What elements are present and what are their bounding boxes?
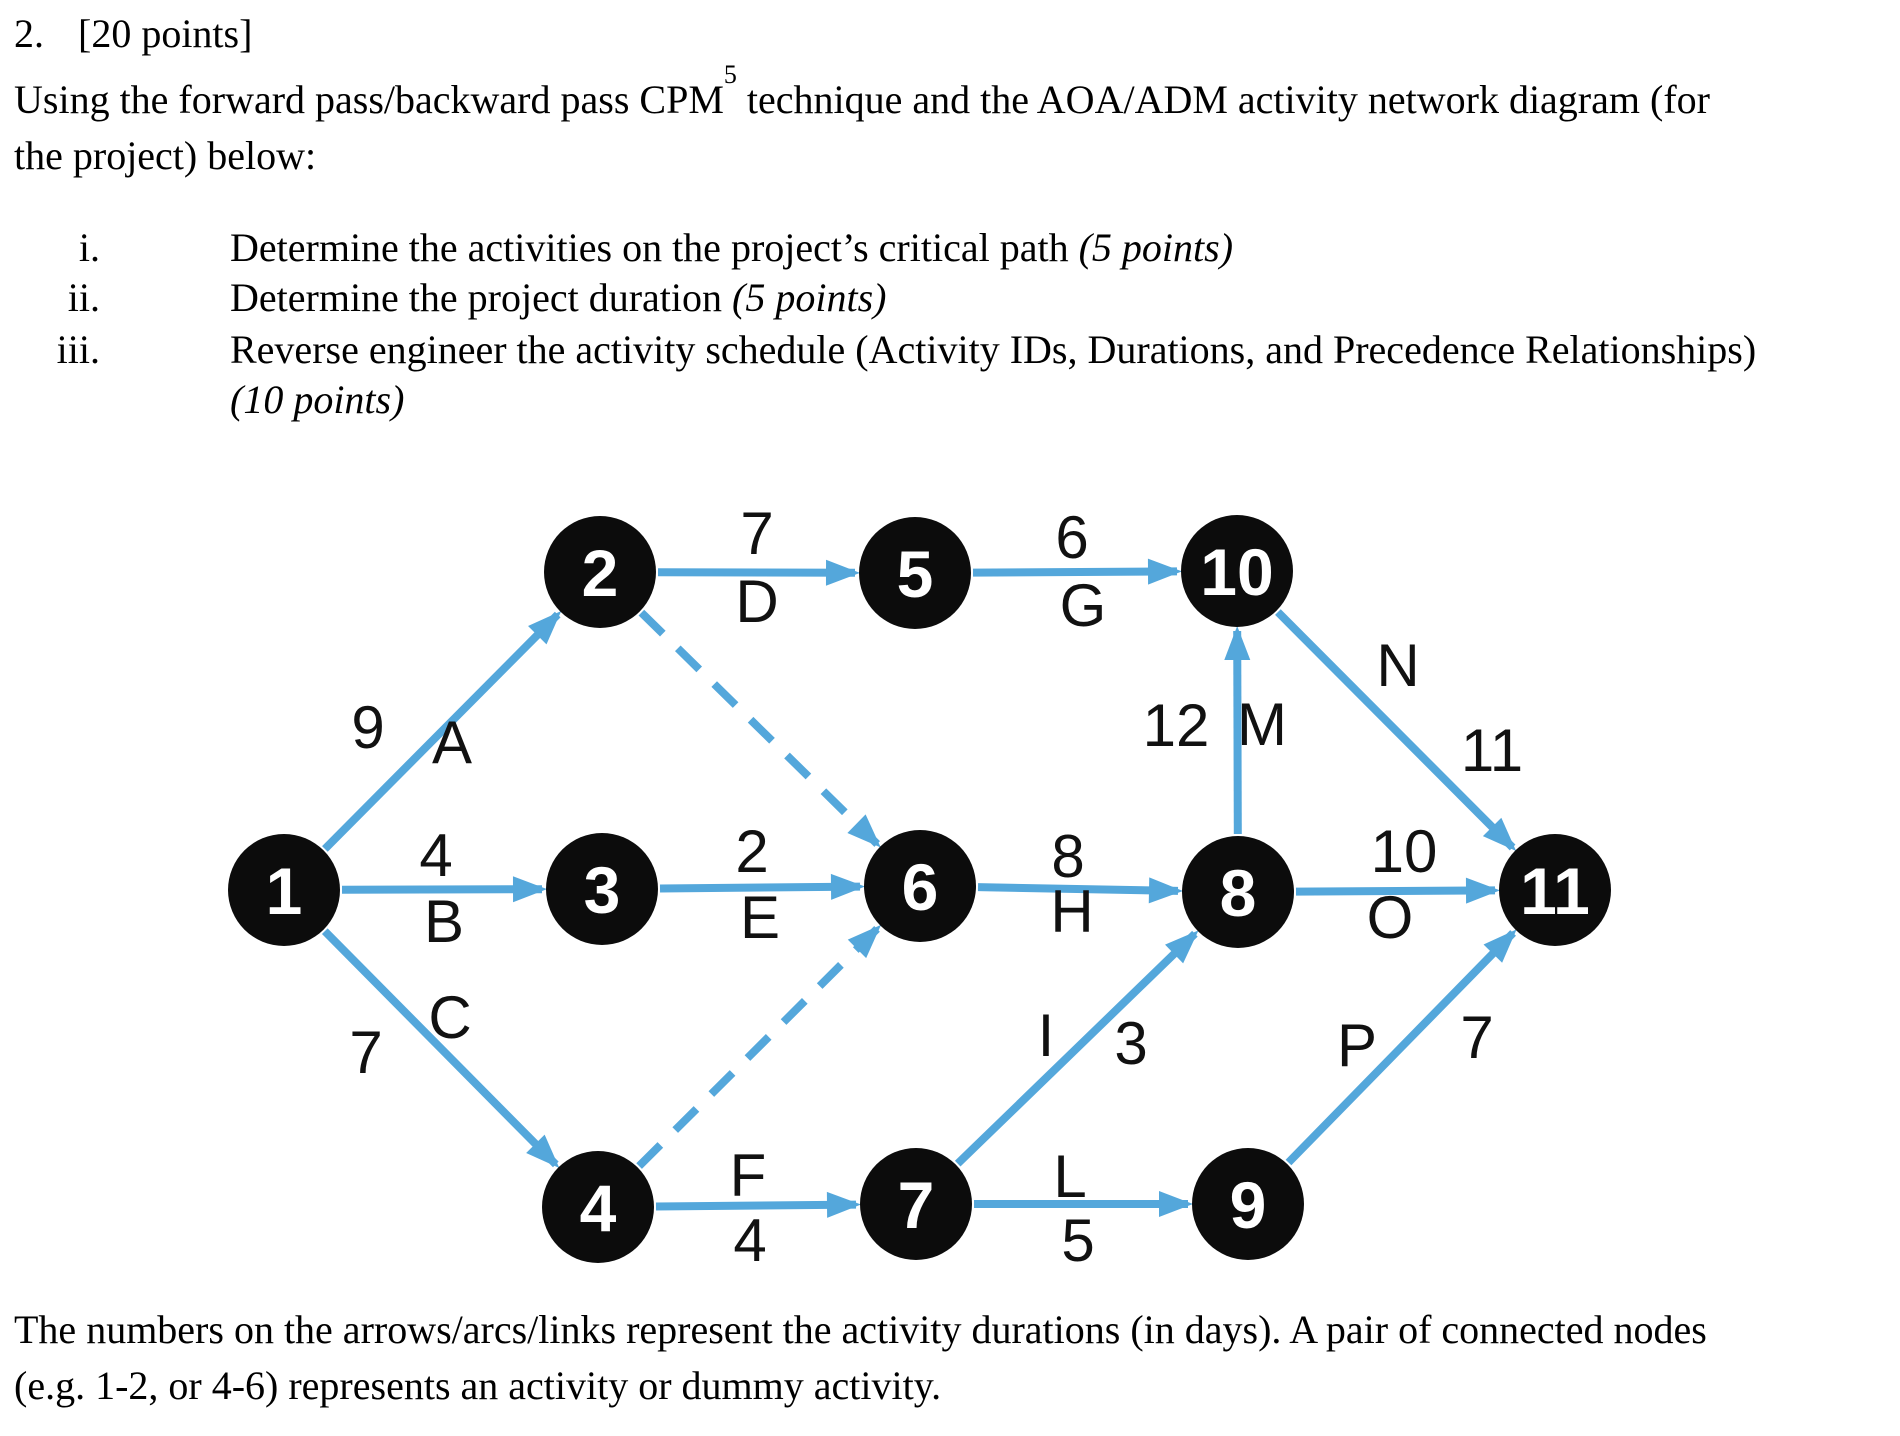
edge-2-5-duration-label: 7 [740,500,773,567]
node-9 [1192,1148,1304,1260]
dummy-edge-2-6 [638,609,881,848]
intro-text-after-footnote: technique and the AOA/ADM activity netwo… [736,77,1710,122]
edge-3-6-duration-label: 2 [735,818,768,885]
task-marker-iii: iii. [56,327,100,372]
edge-1-2-activity-label: A [432,709,472,776]
node-4-label: 4 [580,1171,617,1245]
node-5-label: 5 [897,537,934,611]
edge-1-4-duration-label: 7 [349,1019,382,1086]
problem-header: 2. [20 points] [14,10,252,58]
footer-line-2: (e.g. 1-2, or 4-6) represents an activit… [14,1363,942,1408]
edge-5-10-activity-label: G [1060,572,1107,639]
edge-5-10 [972,558,1182,585]
node-5 [859,517,971,629]
task-points-iii: (10 points) [230,377,405,422]
node-10 [1181,515,1293,627]
dummy-edge-4-6 [636,924,882,1169]
edge-5-10-duration-label: 6 [1055,504,1088,571]
edge-1-3-activity-label: B [424,888,464,955]
edge-6-8-activity-label: H [1050,878,1093,945]
edge-8-10 [1224,626,1251,835]
edge-7-8-activity-label: I [1038,1002,1055,1069]
intro-line-1: Using the forward pass/backward pass CPM… [14,61,1710,124]
edge-6-8-duration-label: 8 [1051,823,1084,890]
task-item-iii: iii. Reverse engineer the activity sched… [0,326,1900,426]
node-7-label: 7 [898,1168,935,1242]
edge-4-7-duration-label: 4 [733,1207,766,1274]
edge-8-10-activity-label: M [1237,691,1287,758]
edge-1-4-activity-label: C [428,984,471,1051]
node-2-label: 2 [582,536,619,610]
edge-1-3-duration-label: 4 [419,822,452,889]
edge-4-7 [655,1191,861,1218]
node-9-label: 9 [1230,1168,1267,1242]
edge-8-10-duration-label: 12 [1143,692,1210,759]
edge-9-11 [1285,929,1517,1166]
edge-10-11-activity-label: N [1376,632,1419,699]
node-8-label: 8 [1220,856,1257,930]
problem-number: 2. [14,11,44,56]
node-10-label: 10 [1200,535,1273,609]
edge-7-8-duration-label: 3 [1114,1010,1147,1077]
edge-8-11 [1295,877,1500,904]
node-11-label: 11 [1520,854,1590,928]
task-text-ii: Determine the project duration (5 points… [230,275,887,320]
edge-10-11-duration-label: 11 [1461,717,1523,784]
task-text-iii: Reverse engineer the activity schedule (… [230,327,1757,372]
node-1-label: 1 [266,854,303,928]
intro-line-2: the project) below: [14,133,317,178]
edge-9-11-duration-label: 7 [1460,1004,1493,1071]
footnote-ref: 5 [723,59,737,89]
node-1 [228,834,340,946]
intro-text-before-footnote: Using the forward pass/backward pass CPM [14,77,724,122]
node-8 [1182,836,1294,948]
edge-1-2-duration-label: 9 [351,694,384,761]
edge-1-2 [322,611,562,852]
edge-8-11-activity-label: O [1367,884,1414,951]
edge-3-6 [659,873,865,900]
edge-7-8 [954,930,1199,1167]
problem-points: [20 points] [78,11,253,56]
task-points-ii: (5 points) [732,275,887,320]
edge-1-3 [341,876,547,903]
node-11 [1499,834,1611,946]
node-2 [544,516,656,628]
edge-7-9-duration-label: 5 [1061,1207,1094,1274]
edge-10-11 [1275,609,1517,852]
edge-3-6-activity-label: E [740,884,780,951]
edge-2-5-activity-label: D [735,568,778,635]
edge-8-11-duration-label: 10 [1371,818,1438,885]
node-6-label: 6 [902,850,939,924]
task-marker-ii: ii. [67,275,100,320]
node-7 [860,1148,972,1260]
task-points-i: (5 points) [1078,225,1234,270]
footer-line-1: The numbers on the arrows/arcs/links rep… [14,1307,1707,1352]
edge-1-4 [321,928,560,1168]
task-text-i: Determine the activities on the project’… [230,225,1234,270]
node-3-label: 3 [584,853,621,927]
node-4 [542,1151,654,1263]
node-3 [546,833,658,945]
task-marker-i: i. [78,225,100,270]
edge-7-9-activity-label: L [1053,1143,1086,1210]
edge-4-7-activity-label: F [730,1142,767,1209]
edge-6-8 [977,877,1183,904]
node-6 [864,830,976,942]
task-item-ii: ii. Determine the project duration (5 po… [0,274,1900,324]
task-item-i: i. Determine the activities on the proje… [0,224,1900,274]
edge-9-11-activity-label: P [1337,1012,1377,1079]
edge-2-5 [657,559,860,586]
